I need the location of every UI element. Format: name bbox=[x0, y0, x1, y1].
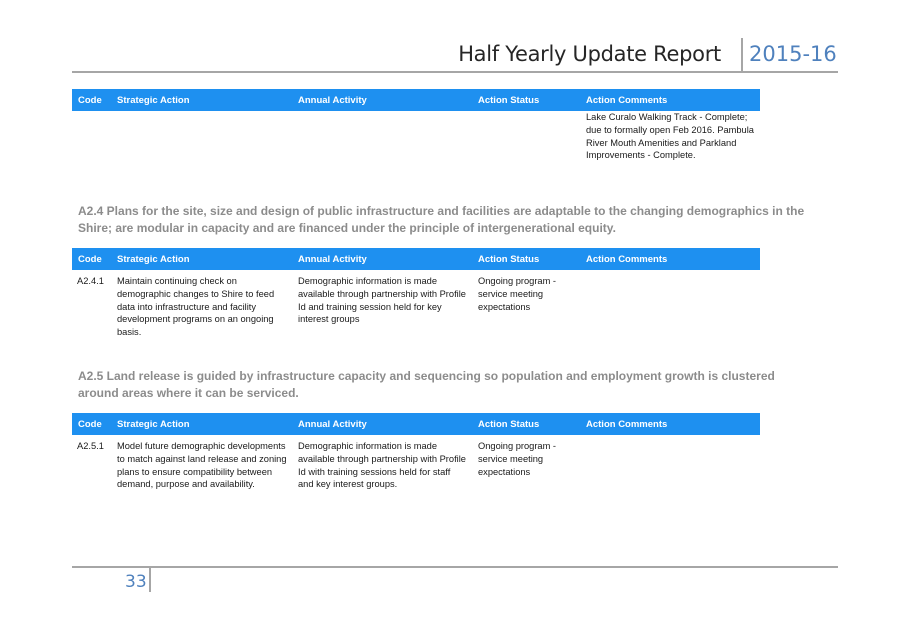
column-strategic-action: Strategic Action bbox=[117, 254, 190, 265]
column-action-comments: Action Comments bbox=[586, 419, 668, 430]
column-action-status: Action Status bbox=[478, 419, 540, 430]
table-header: Code Strategic Action Annual Activity Ac… bbox=[72, 248, 760, 270]
code-cell: A2.5.1 bbox=[77, 441, 104, 451]
column-annual-activity: Annual Activity bbox=[298, 419, 367, 430]
column-action-status: Action Status bbox=[478, 95, 540, 106]
action-comments-cell: Lake Curalo Walking Track - Complete; du… bbox=[586, 112, 754, 161]
column-annual-activity: Annual Activity bbox=[298, 254, 367, 265]
page-number-divider bbox=[149, 568, 151, 592]
footer-rule bbox=[72, 566, 838, 568]
column-action-comments: Action Comments bbox=[586, 254, 668, 265]
column-strategic-action: Strategic Action bbox=[117, 419, 190, 430]
column-action-comments: Action Comments bbox=[586, 95, 668, 106]
column-annual-activity: Annual Activity bbox=[298, 95, 367, 106]
table-header: Code Strategic Action Annual Activity Ac… bbox=[72, 89, 760, 111]
action-status-cell: Ongoing program - service meeting expect… bbox=[478, 441, 557, 477]
table-header: Code Strategic Action Annual Activity Ac… bbox=[72, 413, 760, 435]
column-action-status: Action Status bbox=[478, 254, 540, 265]
strategic-action-cell: Maintain continuing check on demographic… bbox=[117, 276, 275, 338]
column-code: Code bbox=[78, 419, 102, 430]
annual-activity-cell: Demographic information is made availabl… bbox=[298, 276, 466, 325]
report-title: Half Yearly Update Report bbox=[458, 42, 721, 66]
header-divider bbox=[741, 38, 743, 72]
annual-activity-cell: Demographic information is made availabl… bbox=[298, 441, 466, 490]
page-number: 33 bbox=[125, 572, 147, 592]
section-heading: A2.5 Land release is guided by infrastru… bbox=[78, 369, 775, 400]
report-year: 2015-16 bbox=[749, 42, 837, 66]
column-code: Code bbox=[78, 254, 102, 265]
action-status-cell: Ongoing program - service meeting expect… bbox=[478, 276, 557, 312]
column-strategic-action: Strategic Action bbox=[117, 95, 190, 106]
column-code: Code bbox=[78, 95, 102, 106]
header-rule bbox=[72, 71, 838, 73]
strategic-action-cell: Model future demographic developments to… bbox=[117, 441, 287, 490]
code-cell: A2.4.1 bbox=[77, 276, 104, 286]
section-heading: A2.4 Plans for the site, size and design… bbox=[78, 204, 805, 235]
